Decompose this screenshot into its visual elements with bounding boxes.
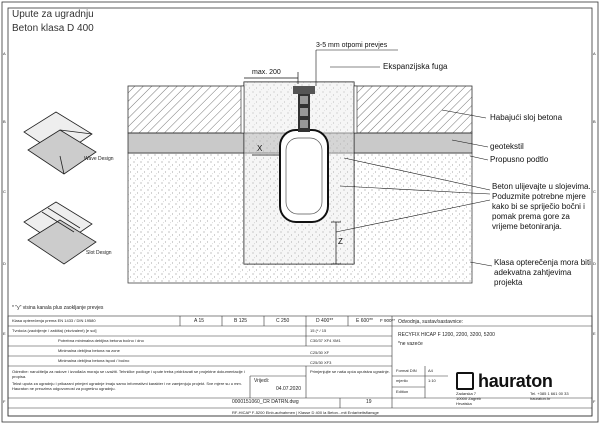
dim-z: Z — [338, 237, 343, 246]
slot-design-label: Slot Design — [86, 250, 112, 256]
grid-left-e: E — [3, 331, 6, 336]
grid-left-c: C — [3, 189, 6, 194]
row3-value: C30/37 XF4 XM1 — [310, 338, 341, 343]
grid-right-f: F — [593, 399, 596, 404]
wave-design-illustration — [23, 111, 97, 175]
title-line-1: Upute za ugradnju — [12, 9, 94, 20]
address-3: Hrvatska — [456, 401, 472, 406]
grid-right-b: B — [593, 119, 596, 124]
class-c250: C 250 — [276, 318, 290, 324]
row4-label: Minimalna debljina betona ispod / bočno — [58, 358, 130, 363]
grid-left-a: A — [3, 51, 6, 56]
revision: 19 — [366, 399, 372, 405]
grid-left-d: D — [3, 261, 6, 266]
format-label: Format DIN — [396, 368, 417, 373]
row4-value: C25/30 XF — [310, 350, 330, 355]
class-a15: A 15 — [194, 318, 205, 324]
label-ekspanzijska: Ekspanzijska fuga — [383, 62, 448, 71]
table-notes-2: Tekst uputa za ugradnju i prikazani prim… — [12, 381, 242, 391]
grid-right-e: E — [593, 331, 596, 336]
date-label: Vrijedi: — [254, 378, 270, 384]
address-1: Zadarska 7 — [456, 391, 477, 396]
label-propusno: Propusno podtlo — [490, 155, 549, 164]
edition-label: Edition — [396, 389, 409, 394]
date-value: 04.07.2020 — [276, 386, 302, 392]
web: hauraton.hr — [530, 396, 551, 401]
slot-design-illustration — [23, 201, 97, 265]
table-notes: Odredbe: naručitelja za radove i izvođač… — [12, 369, 245, 379]
footnote: * "y" visina kanala plus zaokljanje prev… — [12, 305, 104, 311]
expansion-joint-right — [353, 85, 358, 134]
drawing-title-line: RF-HICAP F-5200 Einb-aufnahmen | Klasse … — [232, 410, 379, 415]
table-header-label: Klasa opterečenja prema EN 1433 / DIN 19… — [12, 318, 96, 323]
channel-body — [279, 129, 329, 223]
logo-mark-icon — [456, 372, 474, 390]
title-line-2: Beton klasa D 400 — [12, 23, 94, 34]
title-block-lines — [7, 315, 593, 417]
class-f900: F 900** — [380, 318, 396, 323]
hauraton-logo: hauraton — [456, 370, 586, 392]
label-beton: Beton ulijevajte u slojevima. Poduzmite … — [492, 182, 591, 231]
format-value: A4 — [428, 368, 433, 373]
row2b-label: Potrebna minimalna debljina betona bočno… — [58, 338, 144, 343]
product-line-2: *ne vazeće — [398, 341, 423, 347]
max-label: max. 200 — [252, 69, 281, 76]
scale-value: 1:10 — [428, 378, 436, 383]
company-name: hauraton — [478, 370, 553, 391]
dim-x: X — [257, 144, 263, 153]
grid-right-c: C — [593, 189, 596, 194]
grid-left-b: B — [3, 119, 6, 124]
label-klasa: Klasa opterečenja mora biti adekvatna za… — [494, 258, 591, 287]
label-geotekstil: geotekstil — [490, 142, 524, 151]
grid-left-f: F — [3, 399, 6, 404]
wearing-layer-right — [353, 85, 473, 134]
expansion-joint-left — [240, 85, 245, 134]
address-2: 10000 Zagreb — [456, 396, 481, 401]
class-e600: E 600** — [356, 318, 373, 324]
class-d400: D 400** — [316, 318, 334, 324]
product-line-1: RECYFIX HICAP F 1200, 2200, 3200, 5200 — [398, 332, 495, 338]
grid-right-d: D — [593, 261, 596, 266]
wearing-layer-left — [127, 85, 245, 134]
row3-label: Minimalna debljina betona na zone — [58, 348, 120, 353]
napomena: Primjenjujte se naša opća uputstva ugrad… — [310, 369, 390, 374]
wave-design-label: Wave Design — [84, 156, 114, 162]
class-b125: B 125 — [234, 318, 248, 324]
grid-right-a: A — [593, 51, 596, 56]
drawing-number: 0000151060_CR DATRN.dwg — [232, 399, 299, 405]
row2-value: 15 (* / 15 — [310, 328, 327, 333]
product-head: Odvodnja, sustav/sastavnice: — [398, 319, 464, 325]
scale-label: mjerilo — [396, 378, 408, 383]
row5-value: C25/30 XF3 — [310, 360, 332, 365]
gap-label: 3-5 mm otpomi prevjes — [316, 42, 388, 49]
phone: Tel. +385 1 661 00 33 — [530, 391, 569, 396]
row2-label: Tvrdoća (zaobljenje / zaštita) (ekvivale… — [12, 328, 97, 333]
label-habajuci: Habajući sloj betona — [490, 113, 563, 122]
